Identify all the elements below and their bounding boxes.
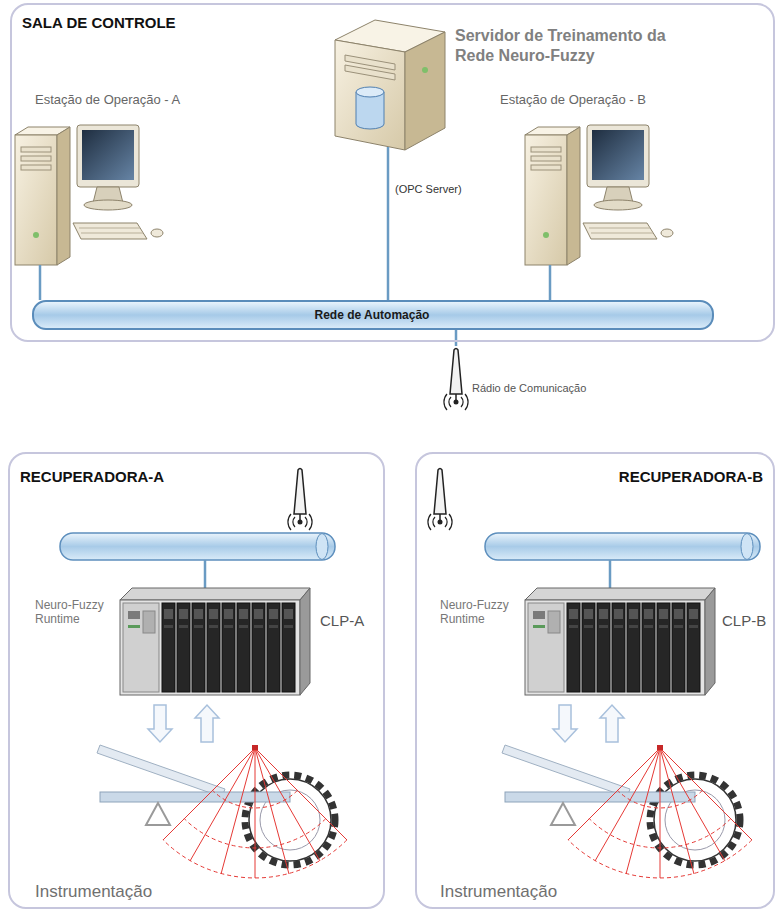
illustration-part [345,65,395,80]
network-band: Rede de Automação [32,300,714,330]
panel-title: SALA DE CONTROLE [22,14,176,31]
plc-label: CLP-A [320,612,364,629]
arrow-shape [553,705,577,742]
network-link [550,268,551,300]
illustration-part [741,534,753,560]
runtime-label: Neuro-Fuzzy Runtime [35,598,117,627]
workstation-node: Estação de Operação - B [495,88,717,268]
network-link [388,205,389,300]
runtime-label: Neuro-Fuzzy Runtime [440,598,522,627]
data-flow-arrow [553,705,577,742]
control-room-panel: SALA DE CONTROLE Servidor de Treinamento … [10,3,775,342]
field-bus [60,533,760,588]
instrumentation-node: Instrumentação [433,742,755,906]
radio-antenna [288,469,312,531]
plc-rack [120,588,310,695]
arrow-shape [600,705,624,742]
panel-title: RECUPERADORA-B [619,468,763,485]
link-line [387,205,390,300]
illustration-part [204,560,207,588]
network-link [40,268,41,300]
server-icon [335,20,445,205]
radio-antenna [428,469,452,531]
server-node: Servidor de Treinamento da Rede Neuro-Fu… [333,18,763,205]
reclaimer-panel: RECUPERADORA-A Neuro-Fuzzy Runtime CLP-A In… [8,452,385,909]
workstation-node: Estação de Operação - A [12,88,234,268]
illustration-part [387,147,390,205]
illustration-part [422,67,428,73]
arrow-shape [195,705,219,742]
instrumentation-node: Instrumentação [28,742,350,906]
data-flow-arrow [148,705,172,742]
illustration-part [356,87,384,97]
radio-node: Rádio de Comunicação [442,346,612,415]
instrumentation-label: Instrumentação [440,882,557,902]
arrow-shape [148,705,172,742]
station-label: Estação de Operação - A [35,92,180,107]
link-line [39,268,42,300]
radio-antenna [444,349,468,411]
link-line [549,268,552,300]
panel-title: RECUPERADORA-A [20,468,164,485]
illustration-part [609,560,612,588]
radio-label: Rádio de Comunicação [472,382,586,394]
link-line [455,330,458,346]
instrumentation-label: Instrumentação [35,882,152,902]
data-flow-arrow [195,705,219,742]
network-link [456,330,457,346]
plc-rack [525,588,715,695]
illustration-part [405,32,445,150]
reclaimer-panel: RECUPERADORA-B Neuro-Fuzzy Runtime CLP-B In… [415,452,775,909]
reclaimer-illustration [502,745,752,878]
illustration-part [60,533,335,560]
plc-node: Neuro-Fuzzy Runtime CLP-A [30,575,375,705]
server-label: Servidor de Treinamento da Rede Neuro-Fu… [455,26,695,66]
server-sublabel: (OPC Server) [395,183,462,195]
workstation-icon [525,125,673,268]
illustration-part [316,534,328,560]
reclaimer-illustration [97,745,347,878]
station-label: Estação de Operação - B [500,92,646,107]
illustration-part [356,92,384,129]
workstation-icon [15,125,163,268]
illustration-part [335,40,405,150]
network-label: Rede de Automação [34,302,710,328]
data-flow-arrow [600,705,624,742]
plc-label: CLP-B [722,612,766,629]
illustration-part [485,533,760,560]
plc-node: Neuro-Fuzzy Runtime CLP-B [435,575,771,705]
